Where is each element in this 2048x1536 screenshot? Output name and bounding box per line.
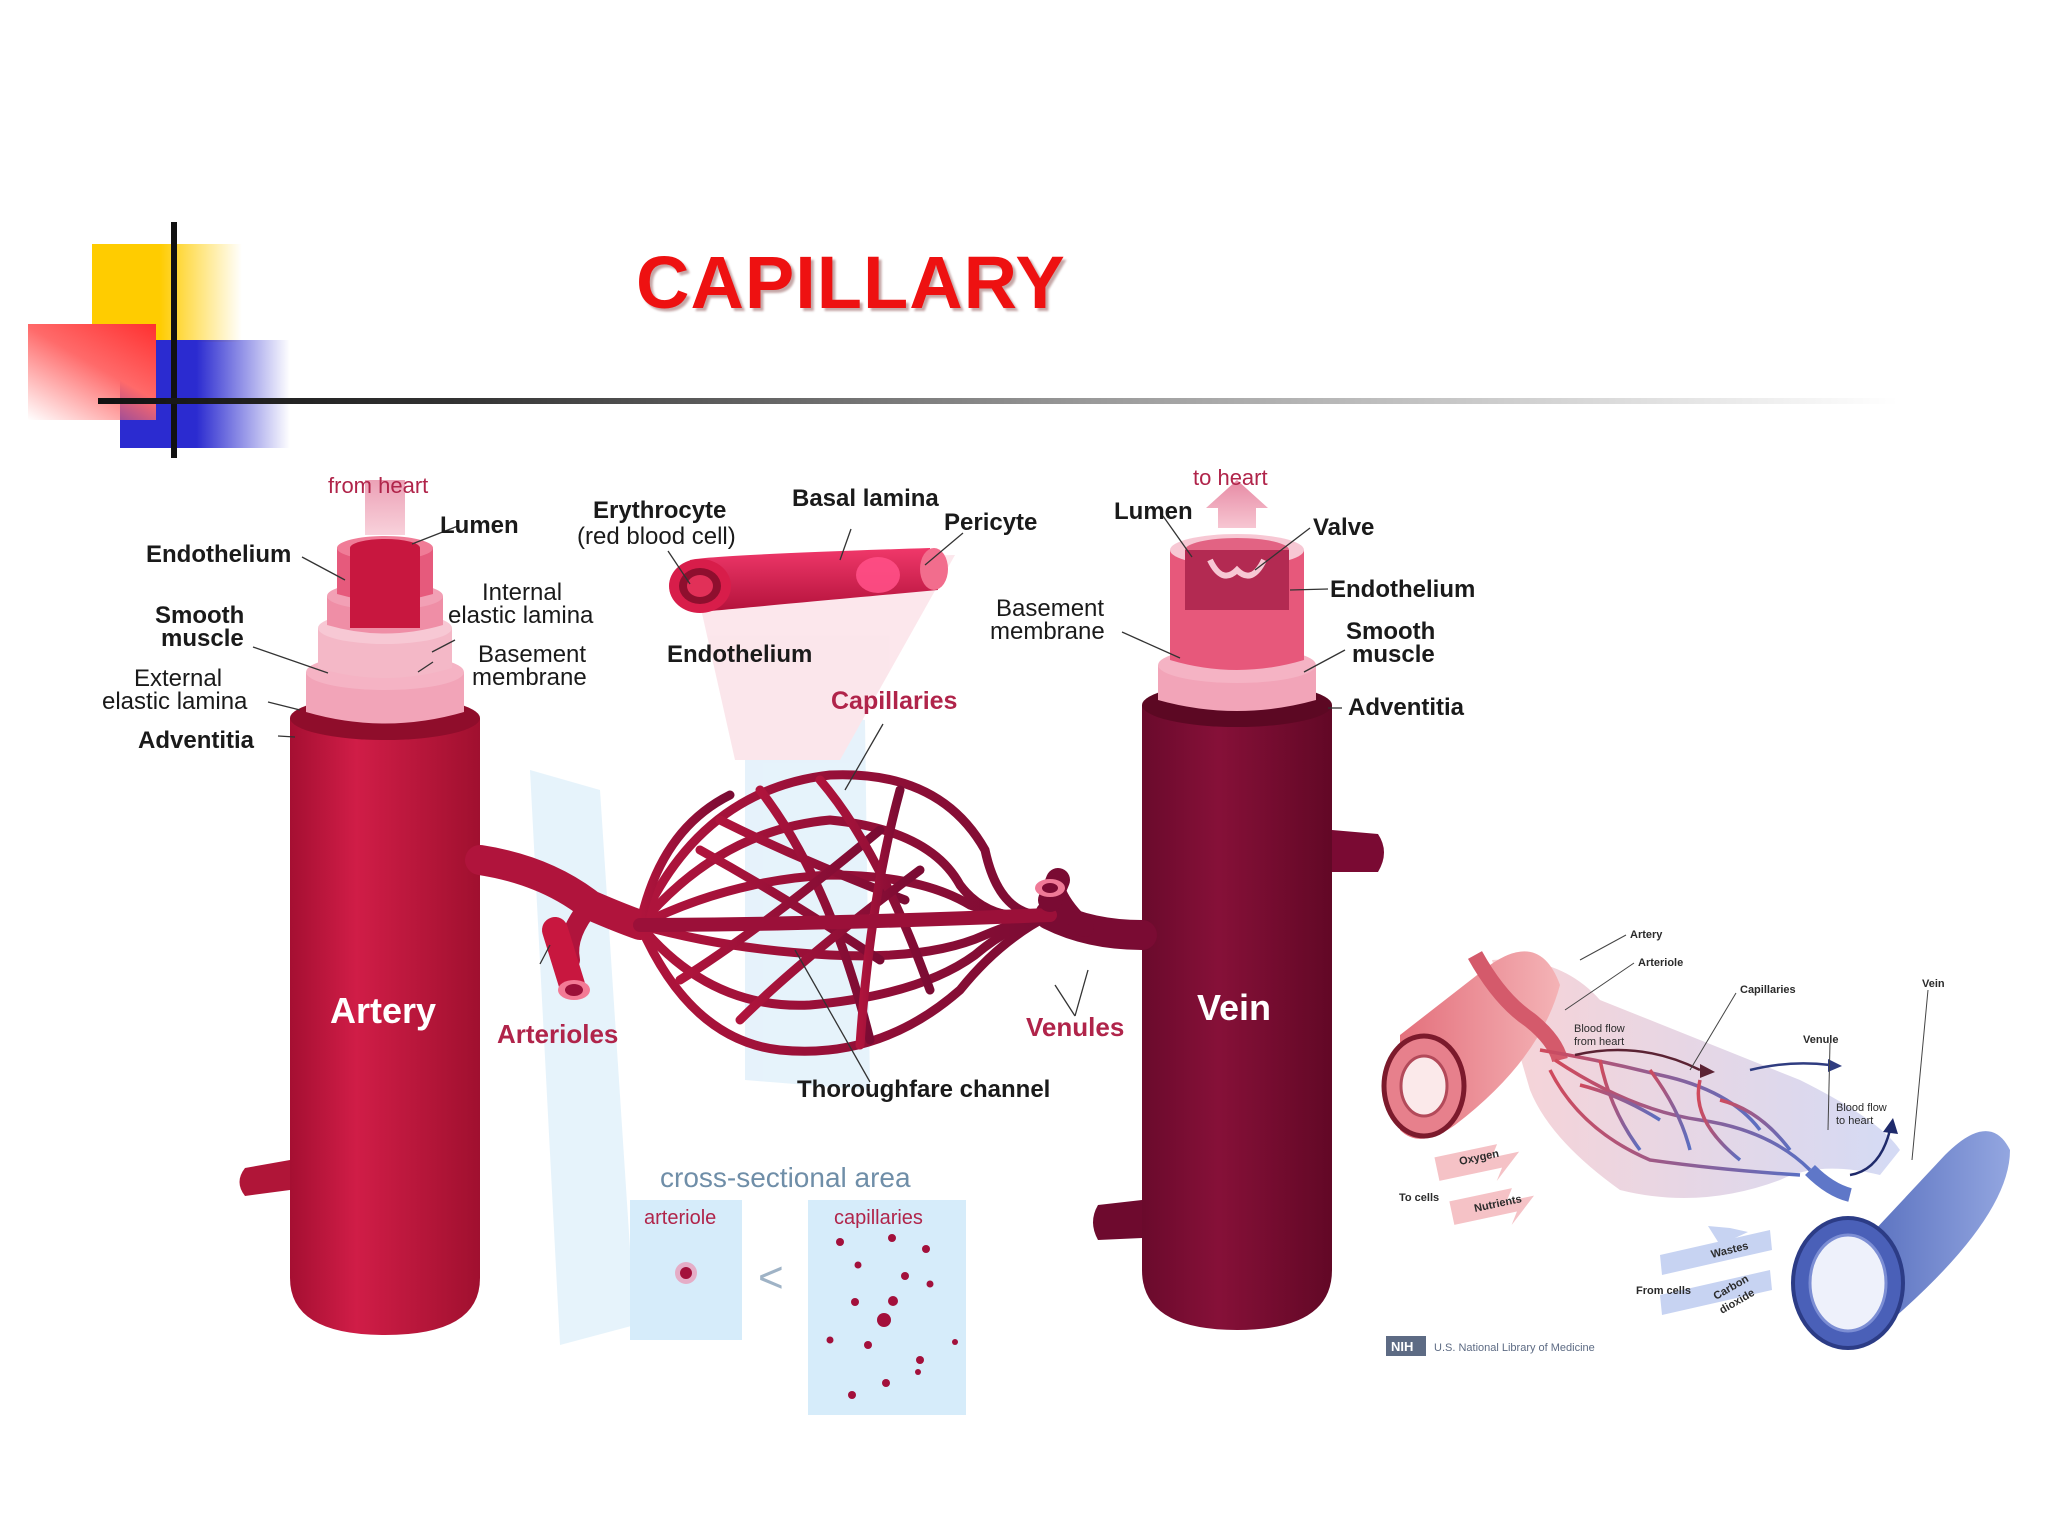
arteriole-box-label: arteriole [644, 1207, 716, 1229]
from-heart-label: from heart [328, 473, 428, 498]
inset-capillaries-label: Capillaries [1740, 984, 1796, 996]
external-elastic-lamina-label-1: External [134, 665, 222, 692]
vein-smooth-muscle-label-2: muscle [1352, 641, 1435, 668]
from-cells-label: From cells [1636, 1285, 1691, 1297]
vein-endothelium-label: Endothelium [1330, 576, 1475, 603]
artery [239, 480, 480, 1335]
nih-badge-text: NIH [1391, 1339, 1413, 1354]
external-elastic-lamina-label-2: elastic lamina [102, 688, 248, 715]
pericyte-label: Pericyte [944, 509, 1037, 536]
cross-section-boxes [630, 1200, 966, 1415]
venules-label: Venules [1026, 1012, 1124, 1042]
to-cells-label: To cells [1399, 1192, 1439, 1204]
inset-arteriole-label: Arteriole [1638, 957, 1683, 969]
vein-smooth-muscle-label-1: Smooth [1346, 618, 1435, 645]
inset-diagram: Artery Arteriole Capillaries Vein Venule… [1381, 929, 2010, 1356]
capillary-network [465, 770, 1157, 1056]
to-heart-label: to heart [1193, 465, 1268, 490]
artery-smooth-muscle-label-2: muscle [161, 625, 244, 652]
thoroughfare-channel-label: Thoroughfare channel [797, 1076, 1050, 1103]
vein-title-label: Vein [1197, 987, 1271, 1028]
vein-lumen-label: Lumen [1114, 498, 1193, 525]
inset-artery-label: Artery [1630, 929, 1663, 941]
artery-lumen-label: Lumen [440, 512, 519, 539]
erythrocyte-note-label: (red blood cell) [577, 523, 736, 550]
nlm-credit-label: U.S. National Library of Medicine [1434, 1342, 1595, 1354]
artery-basement-membrane-label-2: membrane [472, 664, 587, 691]
vein [1093, 480, 1384, 1330]
artery-endothelium-label: Endothelium [146, 541, 291, 568]
basal-lamina-label: Basal lamina [792, 485, 939, 512]
less-than-sign: < [758, 1253, 784, 1302]
inset-vein-label: Vein [1922, 978, 1945, 990]
vein-adventitia-label: Adventitia [1348, 694, 1465, 721]
leader-lines [252, 515, 1346, 1083]
decor-red-square [28, 324, 156, 420]
artery-basement-membrane-label-1: Basement [478, 641, 586, 668]
title-rule [98, 398, 1898, 404]
valve-label: Valve [1313, 514, 1374, 541]
artery-adventitia-label: Adventitia [138, 727, 255, 754]
capillaries-box-label: capillaries [834, 1207, 923, 1229]
vein-basement-membrane-label-2: membrane [990, 618, 1105, 645]
blood-flow-to-heart-label-2: to heart [1836, 1115, 1873, 1127]
artery-title-label: Artery [330, 990, 436, 1031]
blood-flow-to-heart-label-1: Blood flow [1836, 1102, 1887, 1114]
internal-elastic-lamina-label-1: Internal [482, 579, 562, 606]
blood-flow-from-heart-label-2: from heart [1574, 1036, 1624, 1048]
slide-title: CAPILLARY [636, 241, 1066, 324]
capillaries-label: Capillaries [831, 687, 957, 715]
artery-smooth-muscle-label-1: Smooth [155, 602, 244, 629]
blood-flow-from-heart-label-1: Blood flow [1574, 1023, 1625, 1035]
capillary-endothelium-label: Endothelium [667, 641, 812, 668]
cross-sectional-area-label: cross-sectional area [660, 1162, 911, 1193]
nih-badge [1386, 1336, 1426, 1356]
erythrocyte-label: Erythrocyte [593, 497, 726, 524]
arterioles-label: Arterioles [497, 1019, 618, 1049]
vein-basement-membrane-label-1: Basement [996, 595, 1104, 622]
decor-vertical-line [171, 222, 177, 458]
internal-elastic-lamina-label-2: elastic lamina [448, 602, 594, 629]
capillary-tube-detail [669, 548, 948, 613]
inset-venule-label: Venule [1803, 1034, 1838, 1046]
